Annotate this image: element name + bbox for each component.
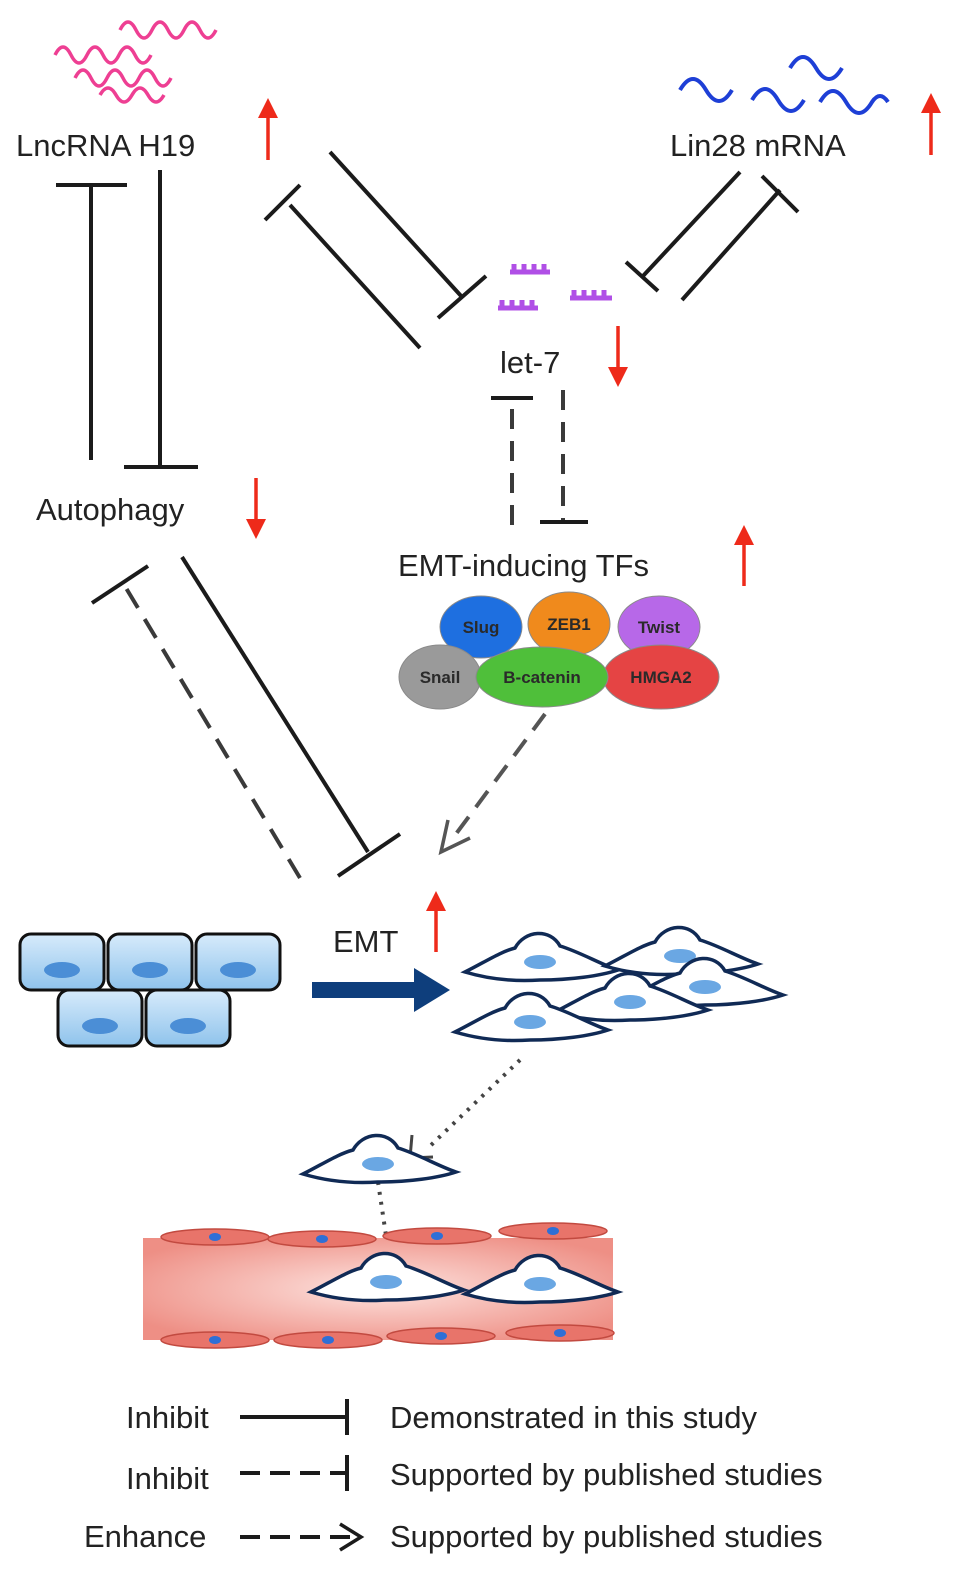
legend-type-1: Inhibit [126, 1400, 209, 1435]
lncrna-h19-icon [53, 20, 218, 104]
tf-bcatenin: B-catenin [475, 646, 609, 708]
lncrna-up-arrow-icon [258, 98, 278, 160]
emt-transition-arrow [312, 968, 450, 1012]
legend-type-3: Enhance [84, 1519, 207, 1554]
let7-label: let-7 [500, 345, 561, 380]
autophagy-down-arrow-icon [246, 478, 266, 539]
tf-hmga2: HMGA2 [602, 644, 720, 710]
let7-down-arrow-icon [608, 326, 628, 387]
lin28-up-arrow-icon [921, 93, 941, 155]
tf-slug: Slug [439, 595, 523, 659]
legend-solid-bar-icon [240, 1399, 349, 1435]
tf-snail: Snail [398, 644, 482, 710]
legend-desc-3: Supported by published studies [390, 1519, 823, 1554]
svg-text:B-catenin: B-catenin [503, 668, 580, 687]
epithelial-cells [18, 932, 282, 1048]
svg-text:HMGA2: HMGA2 [630, 668, 691, 687]
emt-tfs-label: EMT-inducing TFs [398, 548, 649, 583]
emt-label: EMT [333, 924, 399, 959]
svg-text:Twist: Twist [638, 618, 681, 637]
legend-dashed-bar-icon [240, 1455, 349, 1491]
lin28-mrna-label: Lin28 mRNA [670, 128, 846, 163]
migrating-cell [301, 1133, 458, 1185]
let7-mirna-icon [498, 264, 612, 311]
svg-text:ZEB1: ZEB1 [547, 615, 590, 634]
legend-type-2: Inhibit [126, 1461, 209, 1496]
tfs-enhance-arrow [438, 712, 547, 856]
legend-desc-1: Demonstrated in this study [390, 1400, 758, 1435]
emt-up-arrow-icon [426, 891, 446, 952]
dashed-inhibit-lines [90, 390, 588, 880]
solid-inhibit-lines [56, 150, 800, 878]
mesenchymal-cells [453, 925, 785, 1043]
legend-symbols [240, 1399, 365, 1552]
tf-blobs: Slug ZEB1 Twist Snail HMGA2 B-catenin [398, 591, 720, 710]
up-down-arrows [246, 93, 941, 952]
lncrna-h19-label: LncRNA H19 [16, 128, 196, 163]
legend-dashed-arrow-icon [240, 1522, 365, 1552]
legend-desc-2: Supported by published studies [390, 1457, 823, 1492]
svg-text:Snail: Snail [420, 668, 461, 687]
tf-zeb1: ZEB1 [527, 591, 611, 657]
autophagy-label: Autophagy [36, 492, 185, 527]
blood-vessel [143, 1222, 620, 1349]
emt-tfs-up-arrow-icon [734, 525, 754, 586]
lin28-mrna-icon [678, 55, 890, 115]
svg-text:Slug: Slug [463, 618, 500, 637]
